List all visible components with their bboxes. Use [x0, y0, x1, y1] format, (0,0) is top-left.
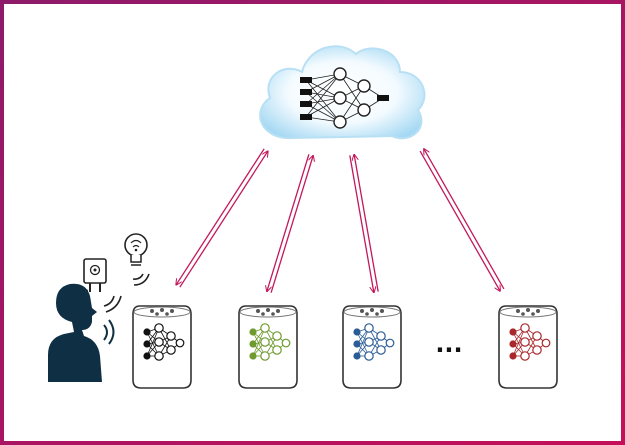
arrow-down-3 — [349, 155, 374, 292]
neural-network-icon — [249, 323, 291, 361]
wireless-signal-icon — [132, 273, 150, 286]
model-exchange-arrows — [176, 148, 505, 293]
arrow-up-3 — [354, 155, 379, 292]
arrow-up-2 — [270, 156, 313, 293]
smart-speaker-icon — [132, 305, 192, 389]
output-node — [377, 95, 389, 101]
wireless-signal-icon — [103, 295, 122, 313]
device-row — [132, 305, 558, 389]
neural-network-icon — [353, 323, 395, 361]
hidden-node — [333, 91, 347, 105]
arrow-down-1 — [176, 148, 265, 285]
arrow-down-2 — [267, 154, 310, 291]
smart-speaker-icon — [342, 305, 402, 389]
smart-speaker-icon — [498, 305, 558, 389]
input-node — [300, 77, 312, 83]
input-node — [300, 89, 312, 95]
hidden-node — [357, 103, 371, 117]
smart-speaker-icon — [238, 305, 298, 389]
ellipsis-label: ... — [435, 330, 462, 358]
hidden-node — [357, 79, 371, 93]
person-speaking-icon — [48, 283, 115, 382]
input-node — [300, 101, 312, 107]
smart-bulb-icon — [124, 233, 148, 266]
global-neural-network-icon — [300, 67, 389, 129]
neural-network-icon — [509, 323, 551, 361]
input-node — [300, 114, 312, 120]
arrow-up-4 — [424, 149, 505, 290]
hidden-node — [333, 67, 347, 81]
arrow-up-1 — [179, 151, 268, 288]
arrow-down-4 — [419, 150, 500, 291]
hidden-node — [333, 115, 347, 129]
smart-plug-icon — [83, 258, 107, 292]
neural-network-icon — [143, 323, 185, 361]
